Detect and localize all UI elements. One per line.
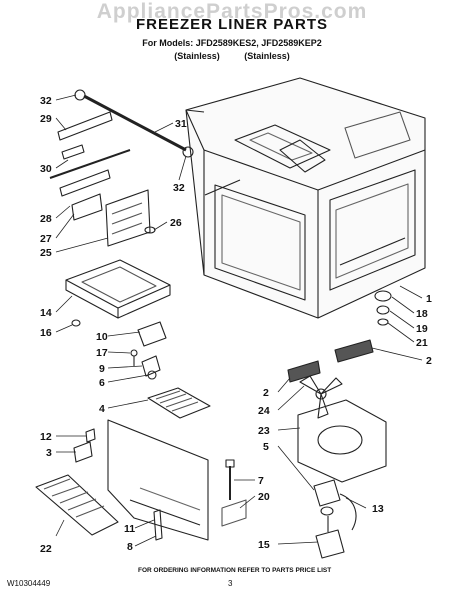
grille-part bbox=[147, 387, 211, 419]
callout-label: 13 bbox=[372, 503, 384, 515]
bracket-part bbox=[105, 189, 156, 247]
callout-label: 12 bbox=[40, 431, 52, 443]
small-parts-lower bbox=[73, 428, 247, 541]
louver-part bbox=[35, 474, 119, 536]
fan-housing-part bbox=[297, 399, 387, 483]
pad-parts bbox=[287, 339, 374, 383]
callout-label: 29 bbox=[40, 113, 52, 125]
fastener-parts bbox=[71, 319, 167, 380]
callout-label: 22 bbox=[40, 543, 52, 555]
finish-label-1: (Stainless) bbox=[174, 51, 220, 61]
callout-label: 20 bbox=[258, 491, 270, 503]
callout-label: 19 bbox=[416, 323, 428, 335]
finish-label-2: (Stainless) bbox=[244, 51, 290, 61]
callout-label: 2 bbox=[263, 387, 269, 399]
callout-label: 8 bbox=[127, 541, 133, 553]
callout-label: 15 bbox=[258, 539, 270, 551]
page-title: FREEZER LINER PARTS bbox=[135, 16, 329, 33]
model-numbers: For Models: JFD2589KES2, JFD2589KEP2 bbox=[142, 38, 322, 48]
callout-label: 6 bbox=[99, 377, 105, 389]
callout-label: 2 bbox=[426, 355, 432, 367]
callout-labels: 32 29 31 30 32 28 27 26 25 14 16 10 17 9… bbox=[40, 95, 432, 555]
motor-assembly-part bbox=[313, 479, 357, 559]
callout-label: 14 bbox=[40, 307, 52, 319]
callout-label: 32 bbox=[40, 95, 52, 107]
callout-label: 21 bbox=[416, 337, 428, 349]
callout-label: 31 bbox=[175, 118, 187, 130]
right-side-parts bbox=[374, 290, 392, 326]
callout-label: 24 bbox=[258, 405, 270, 417]
callout-label: 30 bbox=[40, 163, 52, 175]
slide-rail-part bbox=[49, 111, 131, 221]
callout-label: 23 bbox=[258, 425, 270, 437]
callout-label: 11 bbox=[124, 523, 135, 535]
callout-label: 4 bbox=[99, 403, 105, 415]
page-number: 3 bbox=[228, 579, 233, 588]
callout-label: 9 bbox=[99, 363, 105, 375]
document-number: W10304449 bbox=[7, 579, 51, 588]
callout-label: 7 bbox=[258, 475, 264, 487]
callout-label: 5 bbox=[263, 441, 269, 453]
finish-labels: (Stainless) (Stainless) bbox=[0, 51, 464, 61]
callout-label: 28 bbox=[40, 213, 52, 225]
callout-label: 16 bbox=[40, 327, 52, 339]
leader-lines bbox=[55, 94, 423, 547]
callout-label: 27 bbox=[40, 233, 52, 245]
callout-label: 32 bbox=[173, 182, 185, 194]
watermark: AppliancePartsPros.com bbox=[96, 0, 368, 23]
callout-label: 18 bbox=[416, 308, 428, 320]
callout-label: 1 bbox=[426, 293, 432, 305]
callout-label: 26 bbox=[170, 217, 182, 229]
back-panel-part bbox=[107, 419, 209, 541]
callout-label: 10 bbox=[96, 331, 108, 343]
ordering-note: FOR ORDERING INFORMATION REFER TO PARTS … bbox=[138, 567, 332, 574]
callout-label: 3 bbox=[46, 447, 52, 459]
callout-label: 17 bbox=[96, 347, 108, 359]
freezer-liner-part bbox=[185, 77, 426, 319]
callout-label: 25 bbox=[40, 247, 52, 259]
fan-blade-part bbox=[299, 375, 343, 419]
tray-part bbox=[65, 259, 171, 319]
